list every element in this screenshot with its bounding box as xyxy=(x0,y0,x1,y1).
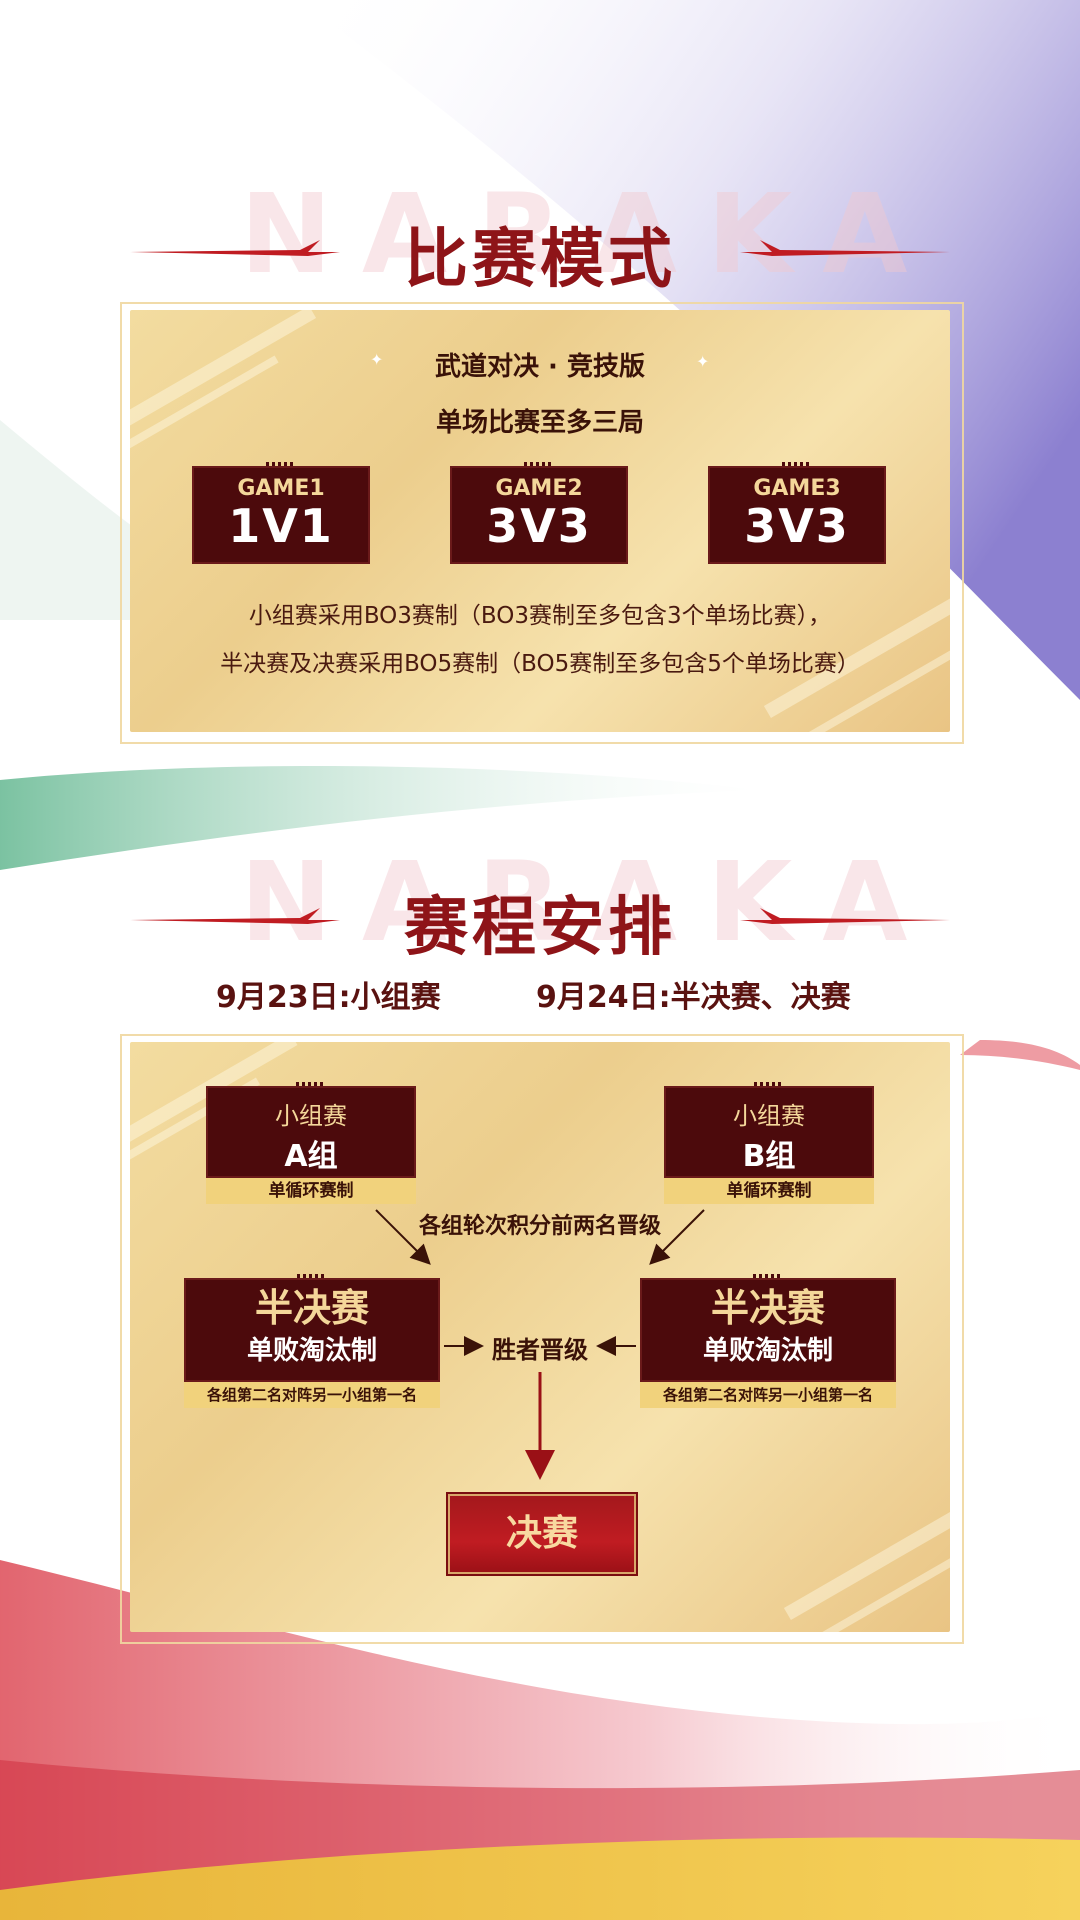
game-label: GAME2 xyxy=(495,476,583,501)
game-card-3: GAME3 3V3 xyxy=(708,462,886,564)
group-b-card: 小组赛 B组 xyxy=(664,1082,874,1178)
title-ornament-left xyxy=(130,908,340,924)
game-card-2: GAME2 3V3 xyxy=(450,462,628,564)
mode-note-2: 半决赛及决赛采用BO5赛制（BO5赛制至多包含5个单场比赛） xyxy=(220,651,860,677)
game-card-1: GAME1 1V1 xyxy=(192,462,370,564)
mode-note-1: 小组赛采用BO3赛制（BO3赛制至多包含3个单场比赛）， xyxy=(248,603,832,629)
semi-left-card: 半决赛 单败淘汰制 xyxy=(184,1274,440,1382)
date-finals: 9月24日:半决赛、决赛 xyxy=(536,980,851,1015)
group-a-name: A组 xyxy=(284,1139,338,1174)
title-ornament-right xyxy=(740,240,950,256)
group-a-top: 小组赛 xyxy=(275,1102,347,1130)
watermark-text: NARAKA xyxy=(240,838,938,966)
semi-right-title: 半决赛 xyxy=(710,1286,825,1330)
semi-right-sub: 单败淘汰制 xyxy=(702,1336,833,1366)
semi-right-rule: 各组第二名对阵另一小组第一名 xyxy=(640,1382,896,1408)
group-b-rule: 单循环赛制 xyxy=(664,1178,874,1204)
sparkle-icon: ✦ xyxy=(696,352,710,371)
mode-subtitle2: 单场比赛至多三局 xyxy=(435,408,644,438)
flow-arrows xyxy=(375,1209,705,1480)
group-a-rule: 单循环赛制 xyxy=(206,1178,416,1204)
sparkle-icon: ✦ xyxy=(370,350,384,369)
date-group-stage: 9月23日:小组赛 xyxy=(216,980,441,1015)
schedule-panel-frame xyxy=(120,1034,964,1644)
winner-text: 胜者晋级 xyxy=(492,1336,588,1364)
mode-title: 比赛模式 xyxy=(404,222,676,297)
group-b-name: B组 xyxy=(742,1139,796,1174)
game-format: 3V3 xyxy=(744,499,850,553)
semi-left-rule: 各组第二名对阵另一小组第一名 xyxy=(184,1382,440,1408)
watermark-text: NARAKA xyxy=(240,170,938,298)
game-label: GAME3 xyxy=(753,476,841,501)
game-format: 3V3 xyxy=(486,499,592,553)
semi-left-sub: 单败淘汰制 xyxy=(246,1336,377,1366)
final-box: 决赛 xyxy=(446,1492,638,1576)
semi-right-card: 半决赛 单败淘汰制 xyxy=(640,1274,896,1382)
group-b-top: 小组赛 xyxy=(733,1102,805,1130)
mode-subtitle: 武道对决 · 竞技版 xyxy=(435,352,645,382)
semi-left-title: 半决赛 xyxy=(254,1286,369,1330)
mode-panel-frame xyxy=(120,302,964,744)
title-ornament-left xyxy=(130,240,340,256)
title-ornament-right xyxy=(740,908,950,924)
group-a-card: 小组赛 A组 xyxy=(206,1082,416,1178)
schedule-title: 赛程安排 xyxy=(404,890,676,965)
advance-text: 各组轮次积分前两名晋级 xyxy=(418,1214,661,1239)
game-format: 1V1 xyxy=(228,499,334,553)
game-label: GAME1 xyxy=(237,476,325,501)
